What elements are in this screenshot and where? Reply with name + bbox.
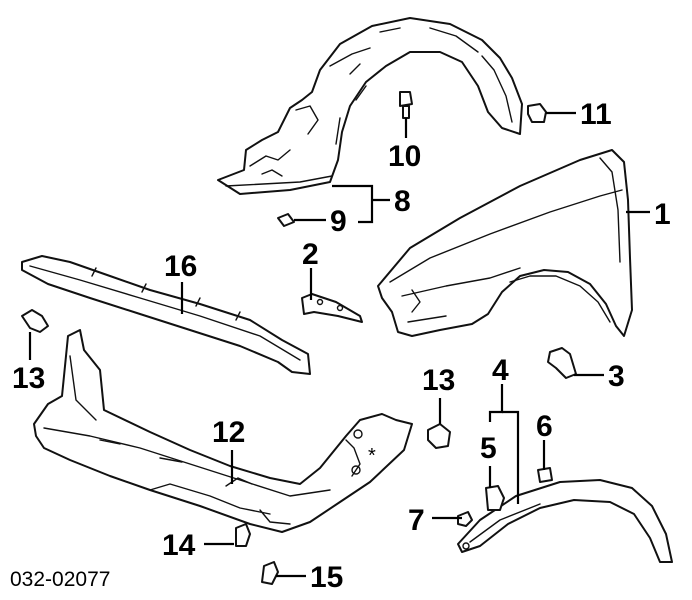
callout-14: 14 (162, 529, 196, 562)
nut-part-6 (537, 467, 553, 483)
clip-part-11 (527, 103, 547, 123)
bolt-part-10 (399, 91, 413, 119)
diagram-code: 032-02077 (10, 568, 110, 591)
fender-liner-part (217, 17, 523, 195)
front-fender-part (377, 149, 633, 337)
bolt-part-15 (261, 561, 279, 585)
rivet-part-7 (457, 511, 473, 527)
callout-13-left: 13 (12, 362, 45, 395)
screw-part-13-left (21, 309, 49, 333)
callout-12: 12 (212, 416, 245, 449)
clip-part (547, 347, 577, 379)
callout-4: 4 (492, 354, 509, 387)
arch-molding-part (457, 479, 673, 563)
callout-3: 3 (608, 360, 625, 393)
callout-11: 11 (580, 98, 612, 131)
leader-lines (28, 111, 650, 578)
upper-bar-part (21, 255, 311, 375)
screw-part-13-right (427, 423, 451, 449)
clip-part-9 (277, 213, 295, 227)
callout-5: 5 (480, 432, 497, 465)
callout-10: 10 (388, 140, 421, 173)
bolt-part-14 (235, 523, 251, 547)
asterisk-mark: * (368, 445, 376, 467)
bracket-part (301, 293, 363, 323)
callout-7: 7 (408, 504, 425, 537)
callout-15: 15 (310, 561, 343, 594)
callout-9: 9 (330, 205, 347, 238)
clip-part-5 (485, 485, 505, 511)
callout-13-right: 13 (422, 364, 455, 397)
callout-6: 6 (536, 410, 553, 443)
callout-1: 1 (654, 198, 671, 231)
callout-8: 8 (394, 185, 411, 218)
callout-16: 16 (164, 250, 197, 283)
lower-shield-part (33, 329, 413, 533)
callout-2: 2 (302, 238, 319, 271)
